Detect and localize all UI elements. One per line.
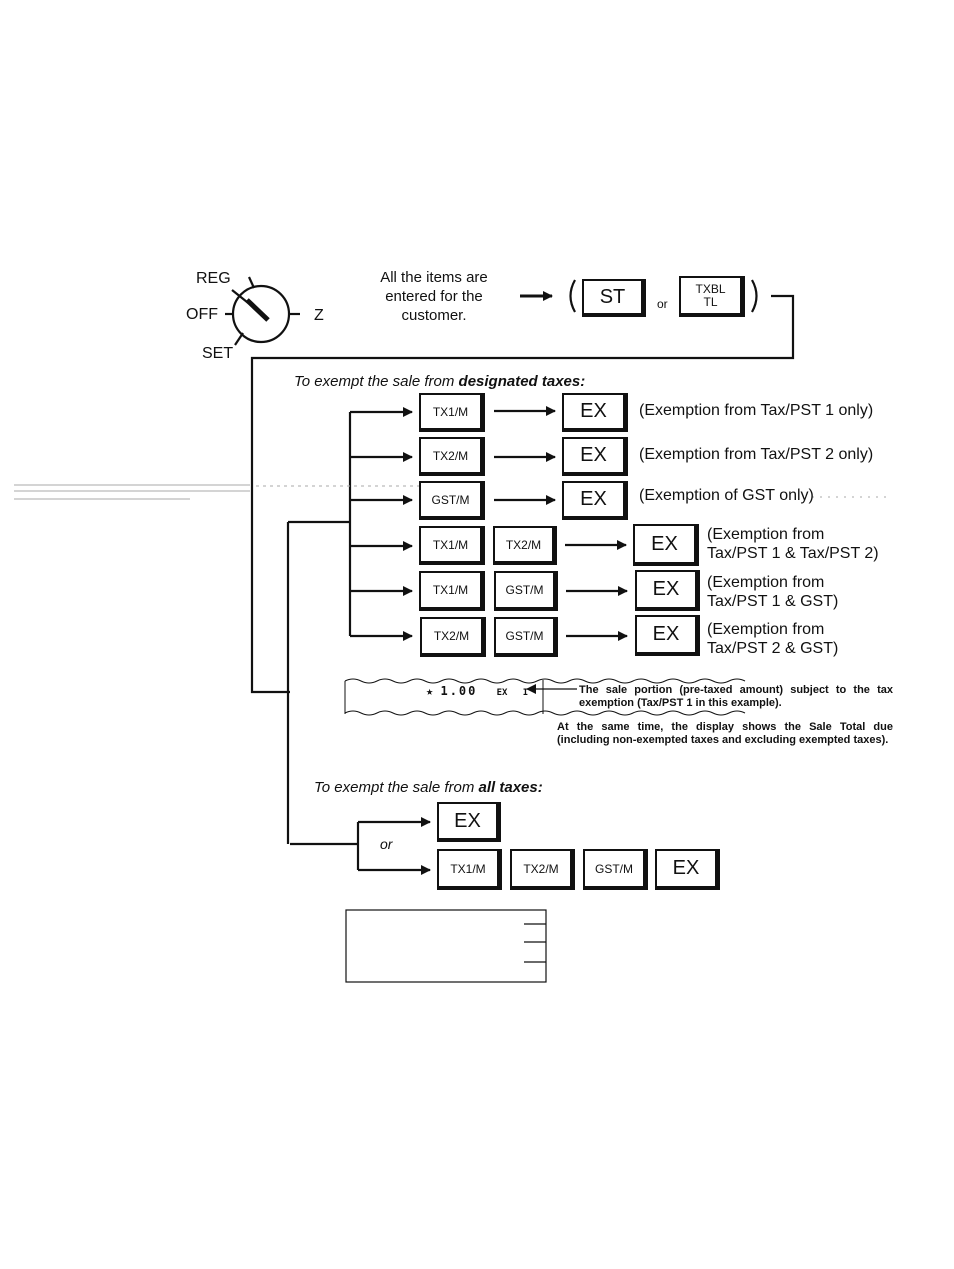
txbl-tl-key[interactable]: TXBL TL — [679, 276, 745, 317]
ex-key[interactable]: EX — [562, 393, 628, 432]
gstm-key[interactable]: GST/M — [494, 617, 558, 657]
row5-description-line1: (Exemption from — [707, 574, 825, 591]
receipt-strip — [344, 678, 746, 716]
ex-key[interactable]: EX — [562, 481, 628, 520]
receipt-tax-label: I — [522, 688, 529, 698]
row6-description-line1: (Exemption from — [707, 621, 825, 638]
mode-label-reg: REG — [196, 270, 231, 287]
gstm-key[interactable]: GST/M — [583, 849, 648, 890]
all-taxes-heading-prefix: To exempt the sale from — [314, 779, 479, 796]
tx2m-key[interactable]: TX2/M — [420, 617, 486, 657]
tx2m-key[interactable]: TX2/M — [510, 849, 575, 890]
designated-heading-bold: designated taxes: — [458, 373, 586, 390]
txbl-key-line1: TXBL — [695, 281, 726, 296]
ex-key[interactable]: EX — [655, 849, 720, 890]
designated-heading-prefix: To exempt the sale from — [294, 373, 459, 390]
tx1m-key[interactable]: TX1/M — [419, 526, 485, 565]
receipt-ex-label: EX — [496, 688, 508, 698]
receipt-star: ★ — [426, 684, 434, 698]
tx1m-key[interactable]: TX1/M — [437, 849, 502, 890]
tx1m-key[interactable]: TX1/M — [419, 393, 485, 432]
tx1m-key[interactable]: TX1/M — [419, 571, 485, 611]
mode-label-set: SET — [202, 345, 234, 362]
ex-key[interactable]: EX — [562, 437, 628, 476]
display-note-text: At the same time, the display shows the … — [557, 721, 893, 746]
all-taxes-heading-bold: all taxes: — [478, 779, 543, 796]
ex-key[interactable]: EX — [635, 615, 700, 656]
gstm-key[interactable]: GST/M — [419, 481, 485, 520]
receipt-line: ★ 1.00 EX I — [426, 684, 528, 698]
ex-key-all-taxes[interactable]: EX — [437, 802, 501, 842]
gstm-key[interactable]: GST/M — [494, 571, 558, 611]
txbl-key-line2: TL — [703, 294, 718, 309]
receipt-callout-text: The sale portion (pre-taxed amount) subj… — [579, 684, 893, 709]
designated-taxes-heading: To exempt the sale from designated taxes… — [294, 373, 585, 390]
receipt-amount: 1.00 — [440, 684, 478, 698]
mode-label-off: OFF — [186, 306, 218, 323]
or-label-all-taxes: or — [380, 836, 393, 852]
row4-description-line2: Tax/PST 1 & Tax/PST 2) — [707, 545, 879, 562]
blank-display-box — [345, 909, 547, 983]
row4-description-line1: (Exemption from — [707, 526, 825, 543]
ex-key[interactable]: EX — [635, 570, 700, 611]
row5-description-line2: Tax/PST 1 & GST) — [707, 593, 839, 610]
row2-description: (Exemption from Tax/PST 2 only) — [639, 446, 874, 463]
scan-artifacts — [14, 484, 892, 500]
row1-description: (Exemption from Tax/PST 1 only) — [639, 402, 874, 419]
all-taxes-heading: To exempt the sale from all taxes: — [314, 779, 543, 796]
tx2m-key[interactable]: TX2/M — [493, 526, 557, 565]
st-key[interactable]: ST — [582, 279, 646, 317]
row6-description-line2: Tax/PST 2 & GST) — [707, 640, 839, 657]
row3-description: (Exemption of GST only) — [639, 487, 814, 504]
mode-label-z: Z — [314, 307, 324, 324]
tx2m-key[interactable]: TX2/M — [419, 437, 485, 476]
items-entered-instruction: All the items are entered for the custom… — [380, 269, 488, 324]
ex-key[interactable]: EX — [633, 524, 699, 566]
or-label-step1: or — [657, 297, 668, 311]
